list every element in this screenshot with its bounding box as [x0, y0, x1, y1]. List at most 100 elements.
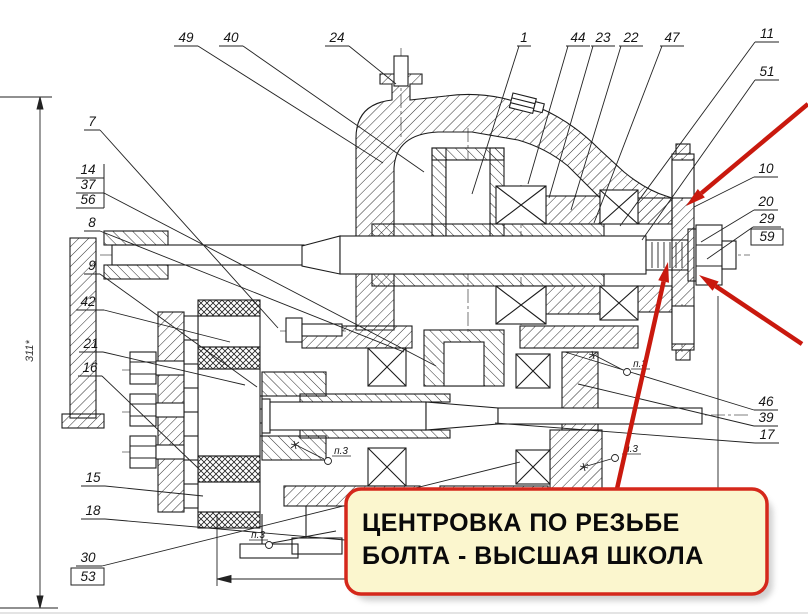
callout-number: 9 — [88, 258, 96, 273]
height-dimension-label: 311* — [24, 339, 36, 362]
note-box: ЦЕНТРОВКА ПО РЕЗЬБЕ БОЛТА - ВЫСШАЯ ШКОЛА — [344, 487, 773, 601]
red-arrows — [607, 102, 808, 521]
gear-cup-lower — [423, 329, 505, 387]
hex-bolt-head — [695, 224, 737, 286]
hub-bottom — [261, 435, 327, 461]
callout-number: 14 — [80, 162, 95, 177]
spring-plate — [183, 315, 199, 509]
callout-number: 7 — [88, 114, 96, 129]
leader-line — [348, 45, 397, 85]
leader-line — [102, 351, 246, 386]
callout-number: 47 — [664, 30, 680, 45]
right-block — [549, 429, 603, 491]
callout-number: 46 — [758, 394, 774, 409]
right-flange — [671, 143, 695, 361]
red-arrow-head — [686, 188, 705, 206]
leader-line — [641, 79, 756, 241]
leader-line — [548, 45, 594, 199]
assembly-section — [61, 48, 750, 559]
leader-line — [471, 45, 520, 195]
p3-label: п.3 — [633, 359, 647, 370]
callout-number: 21 — [82, 336, 98, 351]
callout-number: 59 — [759, 229, 775, 244]
leader-line — [197, 45, 384, 164]
hub-top — [261, 371, 327, 397]
note-line-1: ЦЕНТРОВКА ПО РЕЗЬБЕ — [362, 509, 680, 537]
callout-number: 30 — [80, 550, 96, 565]
callout-number: 42 — [80, 294, 96, 309]
p3-leader — [586, 458, 612, 467]
sleeve-upper-top — [371, 223, 605, 237]
leader-line — [693, 176, 755, 208]
upper-bearings — [495, 185, 673, 325]
left-support — [61, 237, 105, 429]
callout-number: 20 — [757, 194, 774, 209]
leader-line — [700, 209, 755, 243]
lower-bearings — [367, 347, 551, 487]
pulley-bolts — [129, 351, 185, 469]
callout-number: 24 — [328, 30, 344, 45]
callout-number: 22 — [622, 30, 639, 45]
p3-leader — [595, 355, 624, 371]
callout-number: 23 — [594, 30, 611, 45]
leader-line — [101, 375, 199, 469]
p3-circle — [324, 457, 332, 465]
callout-number: 18 — [85, 503, 101, 518]
callout-number: 40 — [223, 30, 239, 45]
p3-leader — [271, 530, 337, 544]
leader-line — [593, 45, 663, 224]
callout-number: 29 — [758, 211, 775, 226]
mid-slab-right — [519, 325, 639, 349]
callout-number: 1 — [520, 30, 528, 45]
pulley — [129, 299, 327, 529]
leader-line — [99, 129, 279, 329]
callout-number: 51 — [759, 64, 774, 79]
leader-line — [577, 383, 755, 427]
leader-line — [101, 461, 521, 567]
leader-line — [99, 273, 258, 388]
leader-line — [494, 422, 756, 444]
grease-fitting — [393, 55, 409, 87]
callout-box — [750, 228, 784, 246]
callout-number: 11 — [760, 26, 774, 41]
leader-line — [103, 192, 437, 367]
red-arrow-head — [699, 275, 719, 291]
leader-line — [564, 351, 755, 411]
callout-number: 8 — [88, 215, 96, 230]
note-line-2: БОЛТА - ВЫСШАЯ ШКОЛА — [362, 542, 704, 570]
p3-circle — [611, 454, 619, 462]
red-arrow-shaft — [699, 102, 808, 195]
leader-line — [619, 41, 756, 227]
callout-number: 39 — [758, 410, 774, 425]
leader-line — [706, 226, 754, 260]
callout-number: 10 — [758, 161, 774, 176]
callout-number: 15 — [85, 470, 101, 485]
note-background — [344, 487, 769, 596]
callout-number: 53 — [80, 569, 96, 584]
star-mark — [588, 350, 598, 360]
mid-bolt — [285, 317, 343, 343]
red-arrow-shaft — [607, 281, 666, 521]
p3-label: п.3 — [334, 446, 348, 457]
leader-line — [570, 45, 622, 211]
seal-top — [103, 230, 169, 246]
callout-number: 17 — [759, 427, 775, 442]
leader-line — [104, 485, 204, 497]
callout-number: 56 — [80, 192, 96, 207]
star-mark — [579, 462, 589, 472]
callout-number: 49 — [178, 30, 194, 45]
callout-number: 16 — [82, 360, 98, 375]
p3-leader — [297, 445, 325, 460]
leader-line — [99, 230, 405, 353]
callout-number: 37 — [80, 177, 96, 192]
sleeve-upper-bottom — [371, 273, 605, 287]
leader-line — [242, 45, 425, 173]
leader-line — [527, 45, 569, 185]
callout-box — [70, 567, 105, 586]
p3-circle — [623, 368, 631, 376]
leader-line — [103, 309, 231, 343]
seal-bottom — [103, 264, 169, 280]
top-bolt — [508, 92, 545, 115]
